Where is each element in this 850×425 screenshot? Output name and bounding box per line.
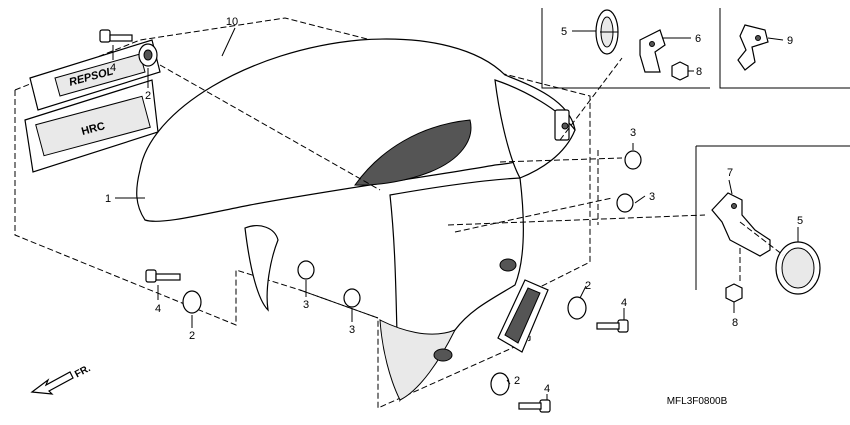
- callout-4-left: 4: [155, 303, 161, 315]
- detail-box-upper-right: [719, 8, 850, 89]
- reflector-stay-lower: [711, 192, 771, 257]
- leader-lines: [112, 27, 799, 400]
- callout-3-right-mid: 3: [649, 191, 655, 203]
- callout-7: 7: [727, 167, 733, 179]
- bolt-left: [145, 269, 181, 283]
- callout-5-lower: 5: [797, 215, 803, 227]
- hrc-decal: HRC: [24, 79, 159, 173]
- grommet-right: [567, 296, 587, 320]
- nut-centre: [343, 288, 361, 308]
- callout-8-lower: 8: [732, 317, 738, 329]
- nut-upper: [671, 61, 689, 81]
- nut-right-mid: [616, 193, 634, 213]
- callout-2-bottom: 2: [514, 375, 520, 387]
- callout-3-centre: 3: [349, 324, 355, 336]
- nut-lower-mid: [297, 260, 315, 280]
- callout-1: 1: [105, 193, 111, 205]
- reflector-stay-right: [737, 24, 769, 71]
- callout-2-left: 2: [189, 330, 195, 342]
- front-fender: [136, 38, 576, 403]
- repsol-decal: REPSOL: [29, 39, 161, 111]
- grommet-left: [182, 290, 202, 314]
- callout-6: 6: [695, 33, 701, 45]
- detail-box-upper-left: [541, 8, 710, 89]
- callout-5-upper: 5: [561, 26, 567, 38]
- callout-8-upper: 8: [696, 66, 702, 78]
- bolt-bottom: [518, 399, 551, 413]
- nut-right-upper: [624, 150, 642, 170]
- side-decal: [497, 279, 549, 353]
- nut-lower-right: [725, 283, 743, 303]
- bolt-right: [596, 319, 629, 333]
- reflector-lower: [775, 241, 821, 295]
- bolt-top-left: [99, 29, 133, 43]
- callout-2-right: 2: [585, 280, 591, 292]
- reflector-upper: [595, 9, 619, 55]
- callout-4-bottom: 4: [544, 383, 550, 395]
- callout-4-right: 4: [621, 297, 627, 309]
- front-direction-arrow: FR.: [30, 363, 93, 395]
- reflector-stay-upper: [639, 29, 666, 73]
- hrc-decal-text: HRC: [80, 120, 106, 138]
- callout-3-lower-mid: 3: [303, 299, 309, 311]
- front-direction-label: FR.: [73, 363, 93, 380]
- grommet-bottom: [490, 372, 510, 396]
- attachment-lines: [159, 57, 784, 284]
- callout-10: 10: [226, 16, 238, 28]
- callout-2-top: 2: [145, 90, 151, 102]
- callout-3-right-upper: 3: [630, 127, 636, 139]
- callout-9: 9: [787, 35, 793, 47]
- drawing-code: MFL3F0800B: [667, 396, 728, 407]
- grommet-top: [138, 43, 158, 67]
- callout-4-top: 4: [110, 62, 116, 74]
